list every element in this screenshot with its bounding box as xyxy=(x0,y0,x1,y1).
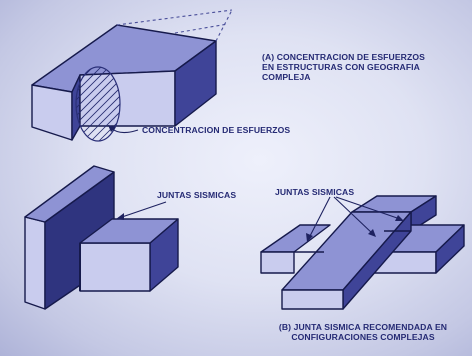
caption-b: (B) JUNTA SISMICA RECOMENDADA EN CONFIGU… xyxy=(258,322,468,342)
caption-a-line-3: COMPLEJA xyxy=(262,72,311,82)
l-block-front-face-left xyxy=(31,84,73,141)
l-block-front-face-right xyxy=(79,70,176,127)
t-block-with-joint xyxy=(24,165,179,310)
juntas-right-leader-1 xyxy=(308,196,331,239)
juntas-left-leader xyxy=(118,201,167,219)
caption-b-line-2: CONFIGURACIONES COMPLEJAS xyxy=(291,332,435,342)
juntas-right-leader-2 xyxy=(333,196,374,235)
wall-top-face xyxy=(24,165,115,223)
concentracion-label: CONCENTRACION DE ESFUERZOS xyxy=(142,125,291,135)
extension-line-back xyxy=(174,23,229,34)
caption-a-line-2: EN ESTRUCTURAS CON GEOGRAFIA xyxy=(262,62,420,72)
wing-top-face xyxy=(79,218,179,244)
concentracion-arrowhead xyxy=(108,125,116,132)
caption-b-line-1: (B) JUNTA SISMICA RECOMENDADA EN xyxy=(278,322,448,332)
extension-line-upper xyxy=(116,9,233,26)
juntas-right-leader-3 xyxy=(335,196,401,220)
juntas-left-label: JUNTAS SISMICAS xyxy=(157,190,237,200)
cross-block-with-joints xyxy=(260,195,465,310)
l-block-side-face-right xyxy=(174,40,217,127)
juntas-left-arrowhead xyxy=(116,213,124,220)
wall-front-face xyxy=(24,216,46,310)
right-arm-side-face xyxy=(435,224,465,274)
l-shaped-block xyxy=(31,9,233,141)
wing-front-face xyxy=(79,242,151,292)
juntas-right-label: JUNTAS SISMICAS xyxy=(275,187,355,197)
left-arm-front-face xyxy=(260,251,295,274)
caption-a-line-1: (A) CONCENTRACION DE ESFUERZOS xyxy=(262,52,425,62)
caption-a: (A) CONCENTRACION DE ESFUERZOS EN ESTRUC… xyxy=(262,52,425,82)
front-arm-front-face xyxy=(281,289,344,310)
